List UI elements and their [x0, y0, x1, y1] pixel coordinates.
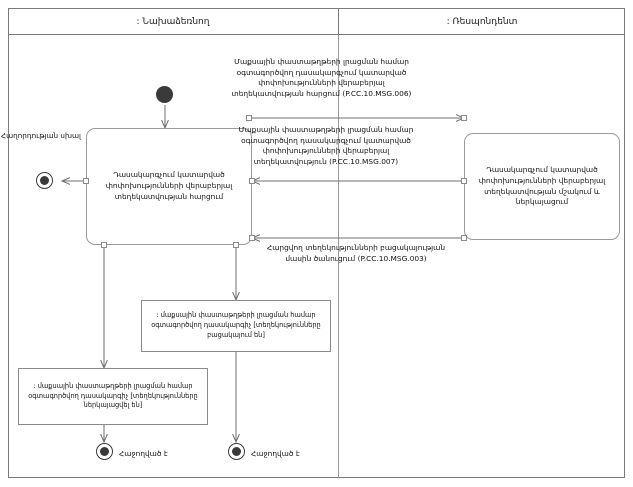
message-label-msg006: Մաքսային փաստաթղթերի լրացման համար օգտագ…	[231, 57, 412, 99]
label-success-right: Հաջողված է	[251, 449, 300, 458]
end-node-success-right	[228, 443, 245, 460]
activity-request[interactable]: Դասակարգչում կատարված փոփոխությունների վ…	[86, 128, 252, 245]
pin-request-right-bottom	[249, 235, 255, 241]
label-message-error: Հաղորդության սխալ	[1, 131, 81, 140]
pin-process-left-top	[461, 115, 467, 121]
pin-request-bottom-left	[101, 242, 107, 248]
pin-request-right-top	[246, 115, 252, 121]
swimlane-header-initiator: : Նախաձեռնող	[8, 8, 338, 35]
swimlane-header-band: : Նախաձեռնող : Ռեսպոնդենտ	[8, 8, 625, 35]
end-node-error	[36, 172, 53, 189]
pin-process-left-bottom	[461, 235, 467, 241]
pin-request-left	[83, 178, 89, 184]
object-node-information-provided-label: : մաքսային փաստաթղթերի լրացման համար օգտ…	[28, 381, 198, 410]
initial-node	[156, 86, 173, 103]
swimlane-title-respondent: : Ռեսպոնդենտ	[446, 16, 518, 27]
end-node-success-left	[96, 443, 113, 460]
swimlane-header-respondent: : Ռեսպոնդենտ	[338, 8, 625, 35]
activity-request-label: Դասակարգչում կատարված փոփոխությունների վ…	[105, 170, 233, 201]
object-node-information-absent-label: : մաքսային փաստաթղթերի լրացման համար օգտ…	[151, 311, 321, 339]
pin-request-bottom-right	[233, 242, 239, 248]
pin-request-right-mid	[249, 178, 255, 184]
message-label-msg007: Մաքսային փաստաթղթերի լրացման համար օգտագ…	[238, 125, 414, 167]
pin-process-left-mid	[461, 178, 467, 184]
label-success-left: Հաջողված է	[119, 449, 168, 458]
activity-process[interactable]: Դասակարգչում կատարված փոփոխությունների վ…	[464, 133, 620, 240]
object-node-information-absent[interactable]: : մաքսային փաստաթղթերի լրացման համար օգտ…	[141, 300, 331, 352]
swimlane-title-initiator: : Նախաձեռնող	[136, 16, 210, 27]
message-label-msg003: Հարցվող տեղեկությունների բացակայության մ…	[266, 243, 446, 263]
object-node-information-provided[interactable]: : մաքսային փաստաթղթերի լրացման համար օգտ…	[18, 368, 208, 425]
diagram-frame	[8, 8, 625, 478]
swimlane-divider	[338, 35, 339, 478]
activity-process-label: Դասակարգչում կատարված փոփոխությունների վ…	[478, 165, 606, 207]
